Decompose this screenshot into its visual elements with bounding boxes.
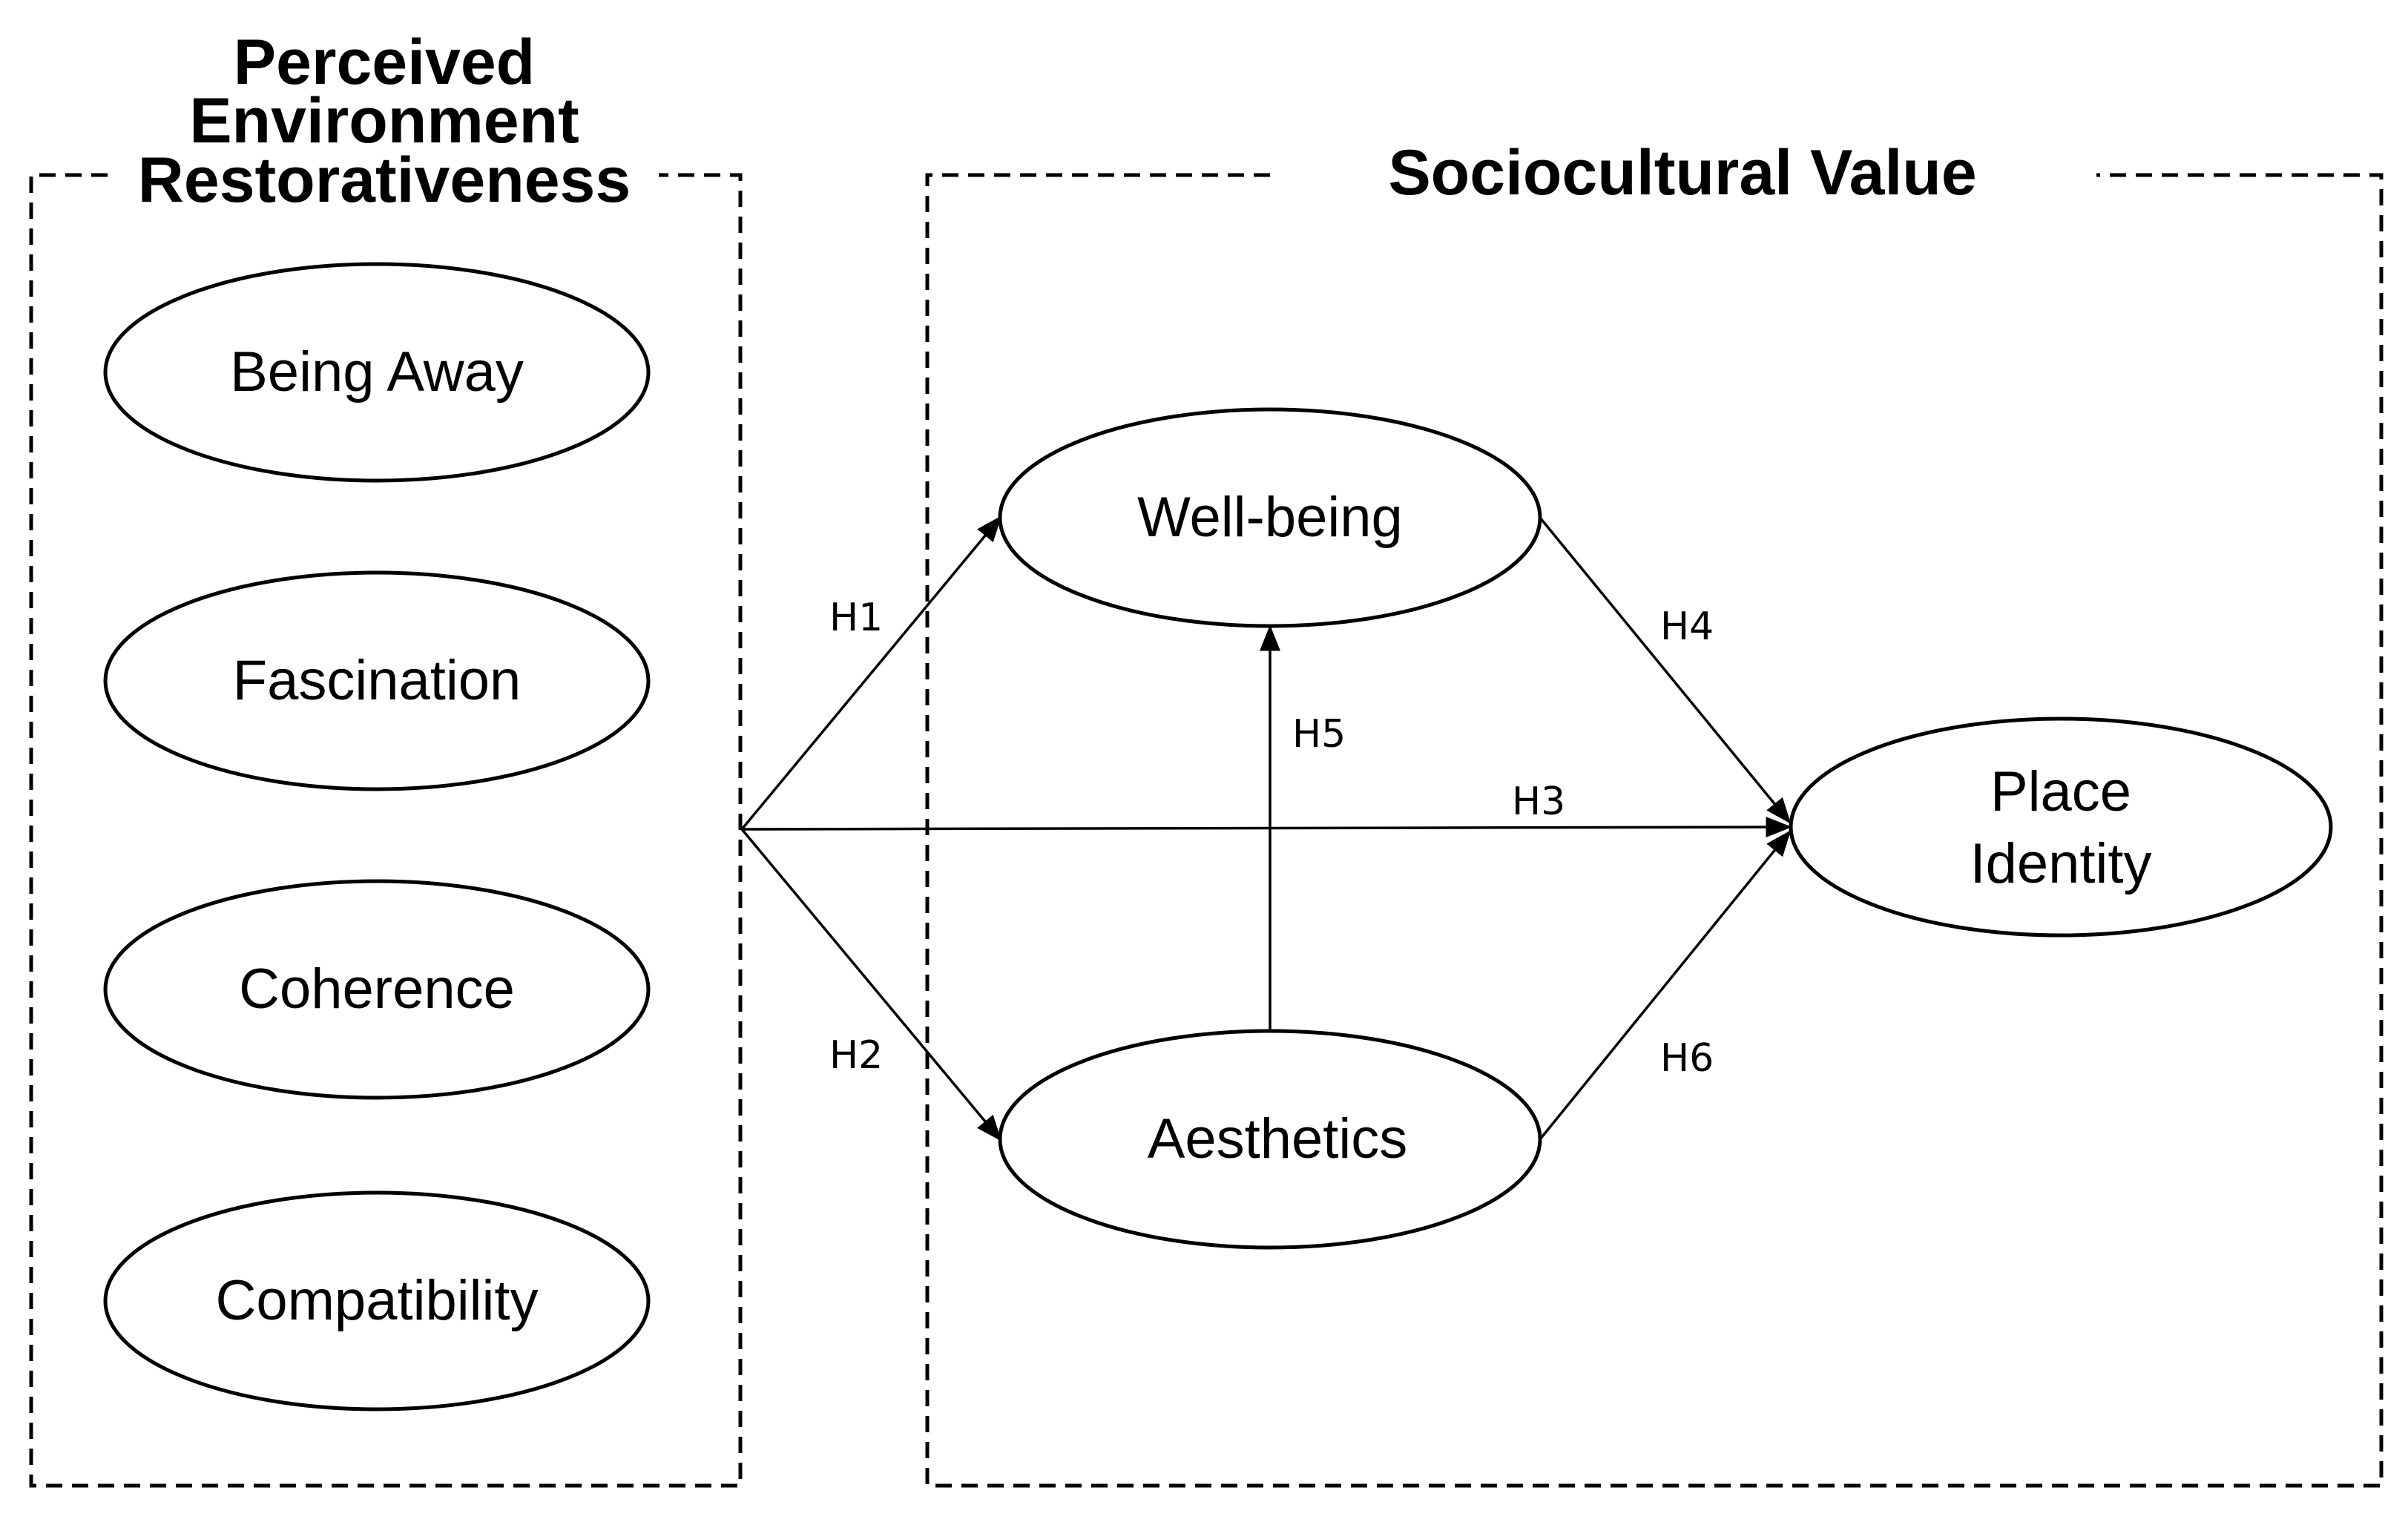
right-group: Sociocultural Value Well-being Aesthetic… [925, 137, 2384, 1488]
label-h3: H3 [1512, 780, 1565, 824]
construct-aesthetics-label: Aesthetics [1148, 1107, 1408, 1170]
path-h6 [1539, 830, 1792, 1141]
left-group-title-line-2: Environment [189, 85, 579, 157]
construct-well-being: Well-being [998, 407, 1542, 628]
left-group-box [29, 173, 743, 1488]
label-h5: H5 [1292, 712, 1346, 757]
hypothesis-labels: H1 H2 H3 H4 H5 H6 [829, 596, 1714, 1081]
construct-being-away: Being Away [103, 262, 651, 483]
construct-coherence: Coherence [103, 879, 651, 1100]
left-group: Perceived Environment Restorativeness Be… [29, 27, 743, 1488]
path-h3 [741, 817, 1792, 838]
hypothesis-paths [740, 515, 1792, 1142]
construct-place-identity: Place Identity [1789, 716, 2333, 938]
construct-fascination: Fascination [103, 570, 651, 791]
construct-fascination-label: Fascination [233, 649, 522, 712]
path-h4 [1539, 516, 1792, 824]
right-group-title: Sociocultural Value [1388, 137, 1976, 208]
construct-place-identity-label-line-2: Identity [1970, 832, 2151, 895]
construct-coherence-label: Coherence [239, 958, 515, 1021]
construct-well-being-label: Well-being [1137, 486, 1403, 549]
path-h1 [740, 515, 1002, 831]
left-group-title-line-3: Restorativeness [138, 145, 631, 216]
construct-compatibility: Compatibility [103, 1190, 651, 1411]
right-group-box [925, 173, 2384, 1488]
path-h2 [740, 828, 1002, 1142]
label-h2: H2 [829, 1033, 883, 1078]
construct-place-identity-label-line-1: Place [1990, 760, 2131, 823]
construct-compatibility-label: Compatibility [215, 1269, 538, 1332]
construct-aesthetics: Aesthetics [998, 1029, 1542, 1250]
left-group-title-line-1: Perceived [234, 27, 535, 98]
construct-being-away-label: Being Away [230, 340, 524, 403]
label-h6: H6 [1660, 1036, 1714, 1081]
label-h4: H4 [1660, 604, 1714, 649]
label-h1: H1 [829, 596, 883, 640]
